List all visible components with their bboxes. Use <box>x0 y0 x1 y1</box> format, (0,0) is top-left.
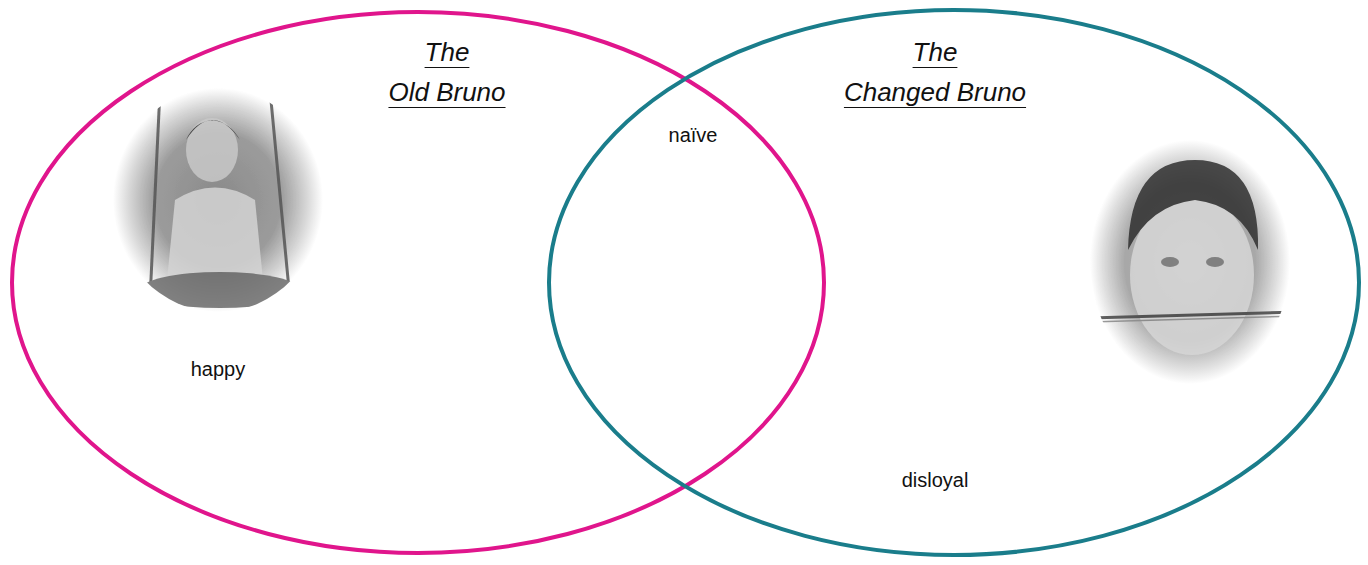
boy-on-swing-photo <box>113 88 323 312</box>
boy-at-fence-photo <box>1090 140 1295 384</box>
venn-ellipse <box>549 10 1359 555</box>
circle-heading: The Old Bruno <box>388 32 505 112</box>
trait-word: happy <box>191 357 246 381</box>
overlap-word: naïve <box>669 123 718 147</box>
trait-word: disloyal <box>902 468 969 492</box>
circle-heading: The Changed Bruno <box>844 32 1026 112</box>
venn-circle: The Changed Bruno disloyal <box>547 8 1361 557</box>
venn-ellipse <box>12 12 824 553</box>
venn-circle: The Old Bruno happy <box>10 10 826 555</box>
